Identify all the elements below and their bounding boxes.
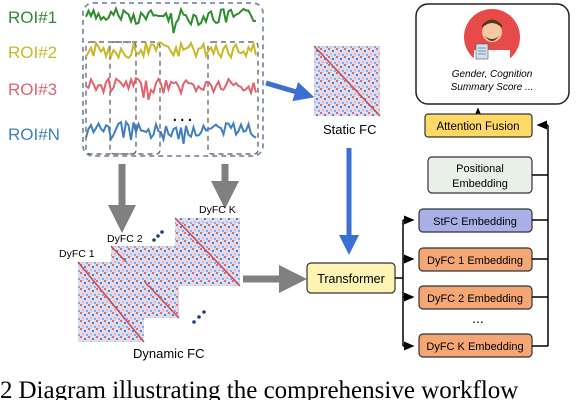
roi-signal-3 [85, 76, 257, 101]
attention-fusion-box [424, 113, 533, 138]
caption-number: 2 [0, 377, 13, 400]
roi-ellipsis: ... [172, 104, 195, 126]
roi-window-2 [109, 41, 161, 155]
dyfc-label-2: DyFC 2 [107, 233, 143, 245]
dyfc-2-embedding-label: DyFC 2 Embedding [427, 293, 523, 305]
positional-embedding-line1: Positional [456, 163, 504, 175]
embedding-fusion-connectors [532, 120, 549, 347]
output-label-line1: Gender, Cognition [452, 69, 533, 80]
embedding-ellipsis: ... [472, 310, 484, 326]
roi-signal-2 [85, 39, 257, 61]
transformer-output-connectors [395, 215, 415, 351]
dyfc-label-1: DyFC 1 [59, 248, 95, 260]
doctor-avatar-icon [464, 9, 520, 65]
dyfc-1-embedding-label: DyFC 1 Embedding [427, 255, 523, 267]
dyfc-label-k: DyFC K [199, 204, 236, 216]
roi-window-1 [85, 41, 137, 155]
dyfc-dots-upper [152, 230, 164, 242]
dyfc-k-embedding-label: DyFC K Embedding [426, 341, 523, 353]
stfc-embedding-label: StFC Embedding [433, 216, 517, 228]
output-label-line2: Summary Score ... [451, 82, 534, 93]
dyfc-dots-lower [192, 310, 206, 324]
roi-signal-1 [85, 5, 257, 34]
static-fc-label: Static FC [323, 122, 376, 137]
roi-signal-n [85, 119, 257, 145]
roi-label-3: ROI#3 [8, 80, 57, 99]
dynamic-fc-label: Dynamic FC [133, 346, 205, 361]
caption-text: Diagram illustrating the comprehensive w… [18, 377, 519, 400]
roi-label-1: ROI#1 [8, 8, 57, 27]
attention-fusion-label: Attention Fusion [436, 121, 519, 133]
arrow-to-static-fc [265, 80, 315, 102]
roi-label-n: ROI#N [8, 125, 60, 144]
roi-label-2: ROI#2 [8, 43, 57, 62]
transformer-label: Transformer [317, 272, 385, 286]
positional-embedding-line2: Embedding [452, 178, 508, 190]
roi-window-k [207, 41, 259, 155]
